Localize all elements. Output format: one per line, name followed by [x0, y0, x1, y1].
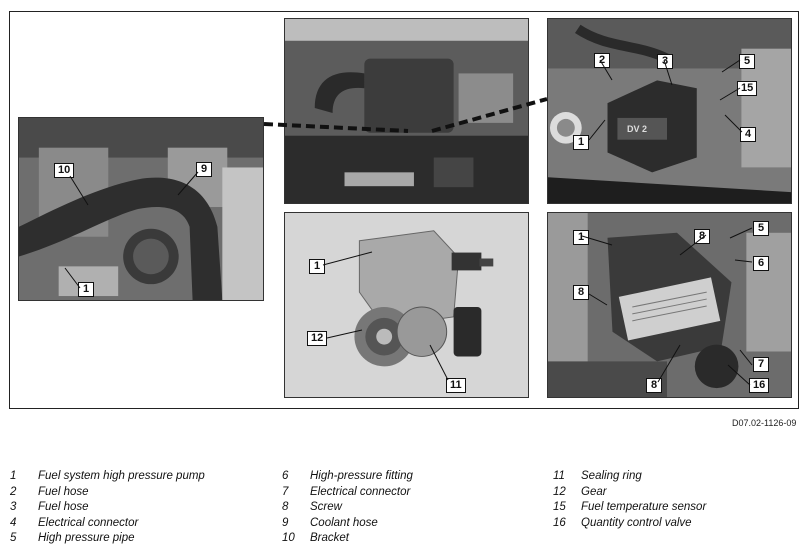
pump-stamp: DV 2 — [627, 124, 648, 134]
photo-pump-closeup — [547, 18, 792, 204]
callout-br-5: 8 — [694, 229, 710, 244]
callout-bm-3: 11 — [446, 378, 466, 393]
callout-tr-5: 1 — [573, 135, 589, 150]
callout-br-8: 16 — [749, 378, 770, 393]
callout-tr-3: 5 — [739, 54, 755, 69]
callout-tr-6: 4 — [740, 127, 756, 142]
photo-engine-bay — [284, 18, 529, 204]
callout-left-3: 1 — [78, 282, 94, 297]
callout-tr-1: 2 — [594, 53, 610, 68]
photo-pump-installed — [18, 117, 264, 301]
callout-bm-1: 1 — [309, 259, 325, 274]
callout-br-1: 1 — [573, 230, 589, 245]
callout-br-4: 6 — [753, 256, 769, 271]
callout-br-7: 8 — [646, 378, 662, 393]
callout-br-6: 7 — [753, 357, 769, 372]
document-reference: D07.02-1126-09 — [732, 418, 797, 428]
callout-br-2: 8 — [573, 285, 589, 300]
callout-br-3: 5 — [753, 221, 769, 236]
callout-tr-4: 15 — [737, 81, 758, 96]
callout-left-2: 9 — [196, 162, 212, 177]
photo-pump-removed — [284, 212, 529, 398]
callout-bm-2: 12 — [307, 331, 328, 346]
callout-left-1: 10 — [54, 163, 75, 178]
callout-tr-2: 3 — [657, 54, 673, 69]
